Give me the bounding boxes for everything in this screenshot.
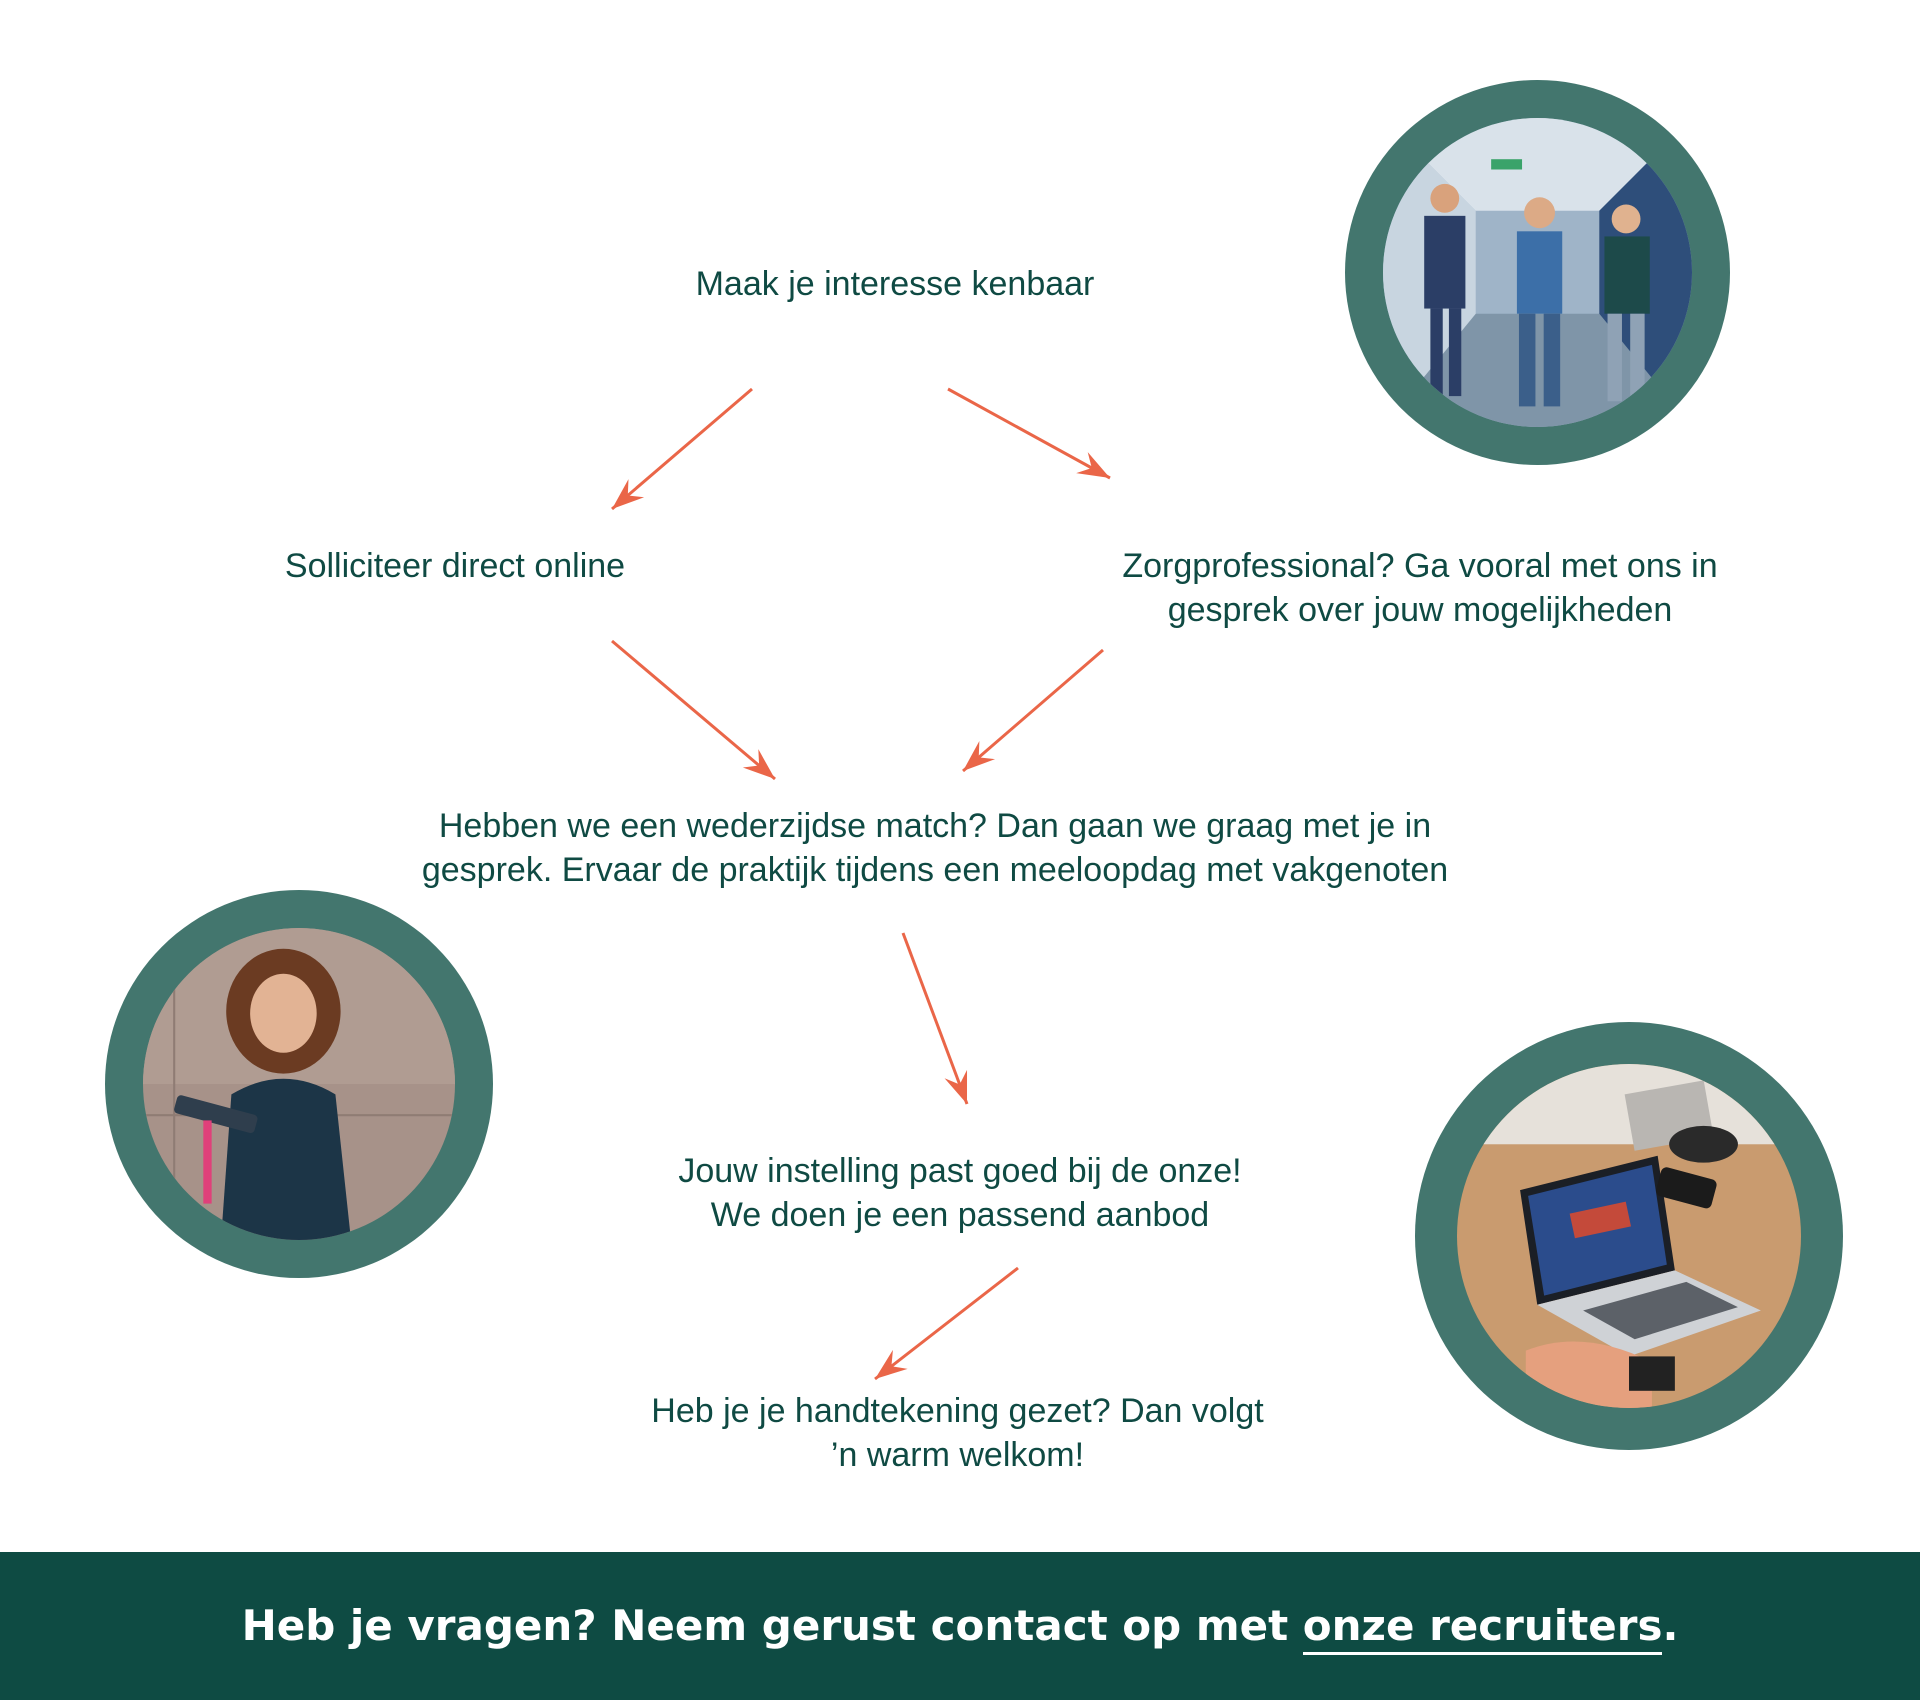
recruiters-link[interactable]: onze recruiters bbox=[1302, 1601, 1663, 1655]
arrow-head bbox=[875, 1349, 908, 1379]
laptop-desk-photo bbox=[1415, 1022, 1843, 1450]
step-apply-online: Solliciteer direct online bbox=[284, 547, 626, 585]
hallway-image bbox=[1383, 118, 1692, 427]
arrow-match-to-offer bbox=[901, 932, 969, 1105]
step-mutual-match: Hebben we een wederzijdse match? Dan gaa… bbox=[421, 807, 1449, 889]
arrow-head bbox=[742, 749, 775, 779]
arrow-interest-to-care bbox=[947, 387, 1111, 480]
contact-footer: Heb je vragen? Neem gerust contact op me… bbox=[0, 1552, 1920, 1700]
laptop-image bbox=[1457, 1064, 1801, 1408]
smiling-woman-photo bbox=[105, 890, 493, 1278]
woman-image bbox=[143, 928, 455, 1240]
footer-period: . bbox=[1662, 1601, 1679, 1650]
arrow-head bbox=[963, 740, 996, 771]
colleagues-hallway-photo bbox=[1345, 80, 1730, 465]
footer-message: Heb je vragen? Neem gerust contact op me… bbox=[0, 1596, 1920, 1656]
step-welcome: Heb je je handtekening gezet? Dan volgt … bbox=[651, 1392, 1264, 1474]
arrow-interest-to-apply bbox=[611, 387, 753, 511]
arrow-apply-to-match bbox=[611, 639, 776, 781]
arrow-heads bbox=[612, 452, 1110, 1379]
footer-question: Heb je vragen? Neem gerust contact op me… bbox=[241, 1601, 1303, 1650]
arrow-offer-to-welcome bbox=[874, 1266, 1019, 1381]
step-care-professional: Zorgprofessional? Ga vooral met ons in g… bbox=[1122, 547, 1718, 629]
arrow-head bbox=[944, 1069, 968, 1104]
step-offer: Jouw instelling past goed bij de onze! W… bbox=[678, 1152, 1242, 1234]
arrow-care-to-match bbox=[962, 648, 1104, 773]
flow-arrows bbox=[611, 387, 1111, 1381]
arrow-head bbox=[612, 479, 645, 509]
step-make-interest-known: Maak je interesse kenbaar bbox=[695, 265, 1095, 303]
arrow-head bbox=[1076, 452, 1110, 478]
